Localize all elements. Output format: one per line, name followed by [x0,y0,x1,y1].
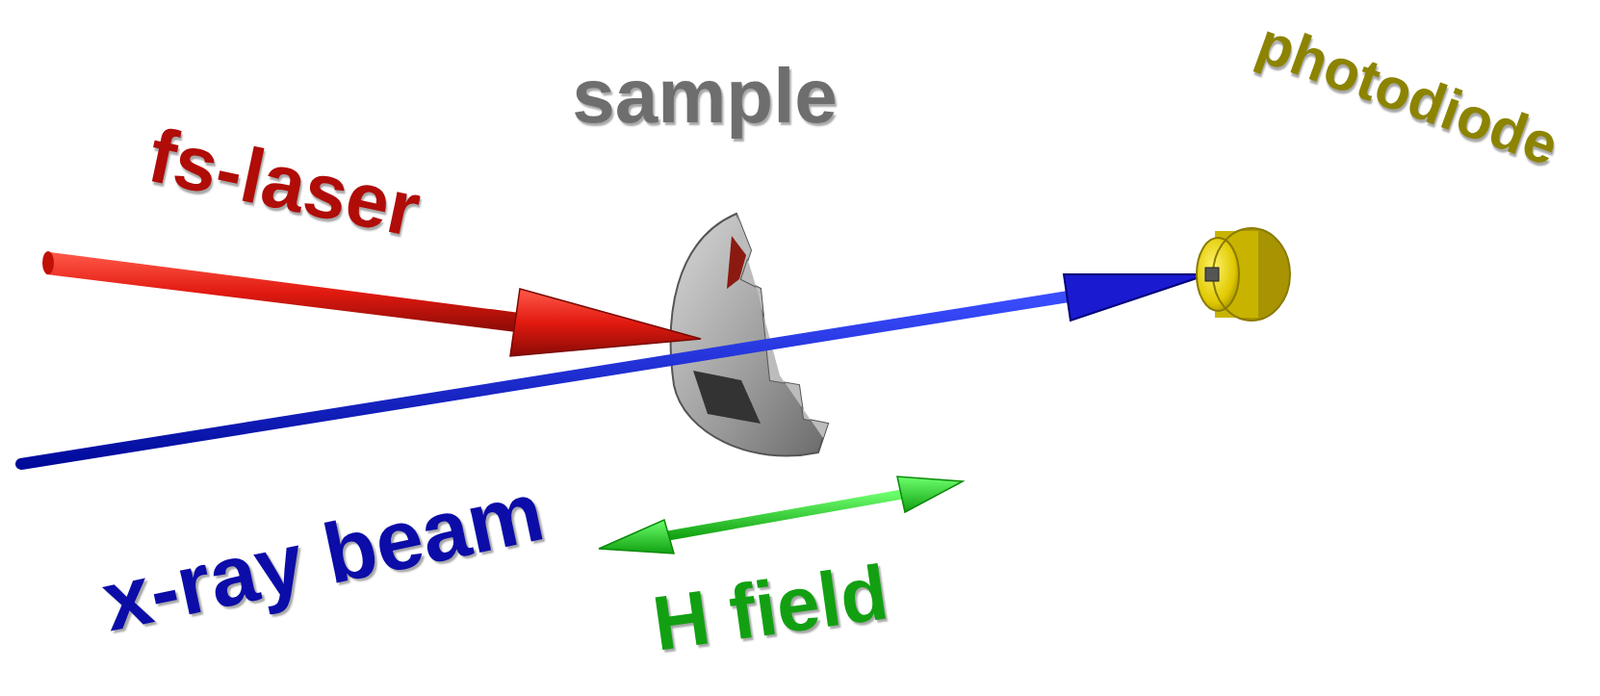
x-ray-beam [21,274,1209,465]
photodiode-symbol [1196,228,1291,321]
field-arrow [598,476,963,554]
laser-label: fs-laser [141,116,426,249]
sample-label: sample [571,57,838,135]
field-label: H field [647,553,892,663]
beam-label: x-ray beam [95,468,551,646]
photodiode-label: photodiode [1249,13,1565,176]
laser-arrow [42,251,701,357]
